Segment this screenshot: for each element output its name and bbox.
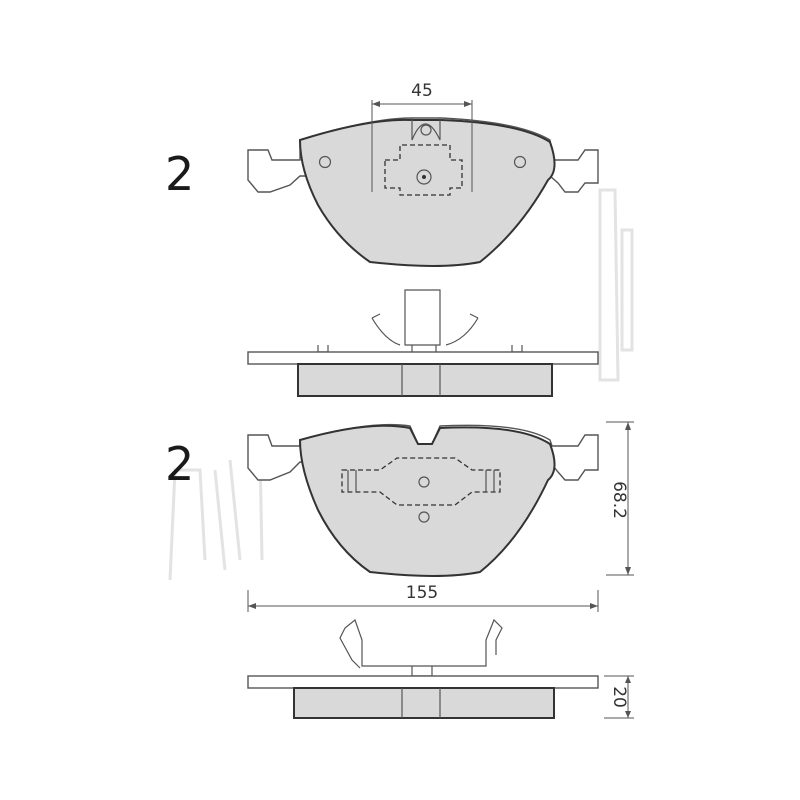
pad-bottom-side-view	[247, 618, 599, 719]
dim-pad-height: 68.2	[606, 421, 634, 576]
center-pin-bottom	[418, 476, 430, 488]
pad-top-front-view	[247, 117, 599, 267]
center-pin	[416, 169, 432, 185]
mount-hole-left	[318, 155, 332, 169]
side-plate-top	[247, 351, 599, 365]
dim-label-45: 45	[411, 81, 433, 101]
dim-label-20: 20	[609, 686, 629, 708]
pad-top-side-view	[247, 289, 599, 397]
center-block-outline	[384, 144, 463, 196]
side-friction-top	[297, 363, 553, 397]
spring-clip-side-top	[404, 289, 441, 346]
dim-label-68-2: 68.2	[609, 481, 629, 519]
friction-pad-top	[298, 118, 556, 267]
sensor-clip-top	[411, 118, 441, 141]
lower-pin-bottom	[418, 511, 430, 523]
center-block-bottom	[341, 457, 501, 506]
mount-hole-right	[513, 155, 527, 169]
quantity-label-bottom: 2	[165, 437, 194, 491]
quantity-label-top: 2	[165, 147, 194, 201]
sensor-clip-hole	[420, 124, 432, 136]
pad-bottom-front-view	[247, 423, 599, 577]
side-plate-bottom	[247, 675, 599, 689]
dim-sensor-width: 45	[371, 81, 473, 192]
spring-clip-side-bottom	[344, 618, 503, 667]
friction-pad-bottom	[298, 424, 556, 577]
dim-label-155: 155	[406, 583, 438, 603]
dim-pad-thickness: 20	[604, 675, 634, 719]
dim-pad-length: 155	[247, 583, 599, 612]
side-friction-bottom	[293, 687, 555, 719]
